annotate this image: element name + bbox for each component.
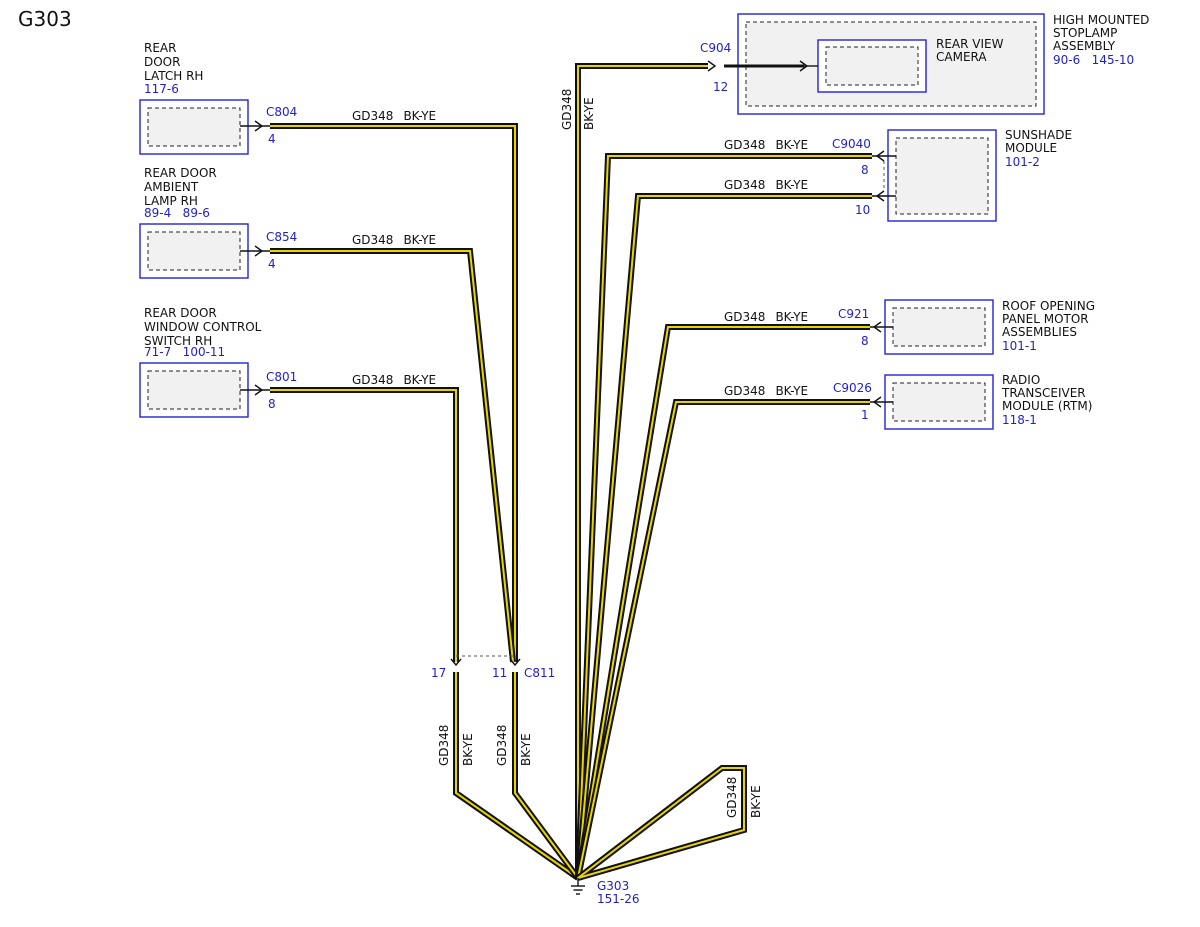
pin-number-11: 11 <box>492 666 507 680</box>
component-body <box>147 107 241 147</box>
wire-radio-transceiver <box>575 399 870 879</box>
wire-label-vertical-11-circuit: GD348 <box>495 725 509 766</box>
wire-label-vertical-main-color: BK-YE <box>582 97 596 130</box>
connector-label: C9040 <box>832 137 871 151</box>
pin-number-17: 17 <box>431 666 446 680</box>
wire-rear-door-window <box>270 387 459 662</box>
component-name: ROOF OPENING PANEL MOTOR ASSEMBLIES <box>1002 299 1099 339</box>
component-ref[interactable]: 101-1 <box>1002 339 1037 353</box>
pin-number: 8 <box>268 397 276 411</box>
pin-number: 4 <box>268 132 276 146</box>
component-body <box>147 370 241 410</box>
inline-connector-c811: 17 11 C811 <box>431 655 555 680</box>
wire-high-mounted-stoplamp <box>575 63 708 878</box>
component-body <box>147 231 241 271</box>
component-ref[interactable]: 90-6 145-10 <box>1053 53 1134 67</box>
component-rear-door-window: REAR DOOR WINDOW CONTROL SWITCH RH 71-7 … <box>139 306 297 418</box>
pin-arrow-icon <box>875 190 885 202</box>
wire-label-vertical-loop-color: BK-YE <box>749 785 763 818</box>
component-ref[interactable]: 71-7 100-11 <box>144 345 225 359</box>
wire-label-vertical-main-circuit: GD348 <box>560 89 574 130</box>
pin-number: 8 <box>861 334 869 348</box>
component-rear-door-ambient: REAR DOOR AMBIENT LAMP RH 89-4 89-6 C854… <box>139 166 297 279</box>
connector-label: C801 <box>266 370 297 384</box>
connector-label: C854 <box>266 230 297 244</box>
wire-roof-opening-panel <box>575 324 870 879</box>
pin-arrow-icon <box>875 150 885 162</box>
wire-label-vertical-11-color: BK-YE <box>519 733 533 766</box>
camera-arrow-icon <box>799 60 809 72</box>
component-body <box>892 307 986 347</box>
ground-ref[interactable]: 151-26 <box>597 892 640 906</box>
pin-arrow-icon <box>254 120 264 132</box>
connector-label: C904 <box>700 41 731 55</box>
component-roof-opening-panel: C921 8 ROOF OPENING PANEL MOTOR ASSEMBLI… <box>838 299 1099 355</box>
component-body <box>895 137 989 215</box>
component-ref[interactable]: 101-2 <box>1005 155 1040 169</box>
component-body <box>892 382 986 422</box>
connector-label: C921 <box>838 307 869 321</box>
wire-c811-11-ground <box>512 672 581 880</box>
sub-component-body <box>825 46 919 86</box>
component-name: REAR DOOR LATCH RH <box>144 41 203 83</box>
pin-arrow-icon <box>254 245 264 257</box>
pin-arrow-icon <box>509 658 521 667</box>
wire-label-vertical-17-color: BK-YE <box>461 733 475 766</box>
component-ref[interactable]: 118-1 <box>1002 413 1037 427</box>
component-rear-door-latch: REAR DOOR LATCH RH 117-6 C804 4 <box>139 41 297 155</box>
component-name: HIGH MOUNTED STOPLAMP ASSEMBLY <box>1053 13 1153 53</box>
wire-ground-loop <box>576 765 747 881</box>
wire-label-vertical-17-circuit: GD348 <box>437 725 451 766</box>
connector-label: C9026 <box>833 381 872 395</box>
component-ref[interactable]: 117-6 <box>144 82 179 96</box>
pin-number: 8 <box>861 163 869 177</box>
connector-label: C811 <box>524 666 555 680</box>
pin-arrow-icon <box>450 658 462 667</box>
pin-arrow-icon <box>872 321 882 333</box>
component-radio-transceiver: C9026 1 RADIO TRANSCEIVER MODULE (RTM) 1… <box>833 373 1092 430</box>
component-name: RADIO TRANSCEIVER MODULE (RTM) <box>1001 373 1092 413</box>
pin-number: 10 <box>855 203 870 217</box>
component-name: REAR DOOR AMBIENT LAMP RH <box>144 166 221 208</box>
component-name: SUNSHADE MODULE <box>1005 128 1076 155</box>
component-ref[interactable]: 89-4 89-6 <box>144 206 210 220</box>
wire-rear-door-ambient <box>270 248 516 663</box>
diagram-title: G303 <box>18 7 72 31</box>
wire-rear-door-latch <box>270 123 518 662</box>
wire-harness <box>270 63 872 881</box>
pin-arrow-icon <box>707 60 717 72</box>
sub-component-name: REAR VIEW CAMERA <box>936 37 1007 64</box>
wire-sunshade-8 <box>575 153 872 879</box>
pin-arrow-icon <box>254 384 264 396</box>
wire-sunshade-10 <box>575 193 872 879</box>
ground-name: G303 <box>597 879 629 893</box>
component-name: REAR DOOR WINDOW CONTROL SWITCH RH <box>144 306 265 348</box>
wire-c811-17-ground <box>453 672 580 881</box>
pin-arrow-icon <box>872 396 882 408</box>
wire-label-vertical-loop-circuit: GD348 <box>725 777 739 818</box>
ground-g303: G303 151-26 <box>571 878 640 906</box>
pin-number: 12 <box>713 80 728 94</box>
component-sunshade-module: C9040 8 10 SUNSHADE MODULE 101-2 <box>832 128 1076 222</box>
ground-icon <box>571 885 585 895</box>
pin-number: 1 <box>861 408 869 422</box>
connector-label: C804 <box>266 105 297 119</box>
component-high-mounted-stoplamp: REAR VIEW CAMERA C904 12 HIGH MOUNTED ST… <box>700 13 1153 115</box>
pin-number: 4 <box>268 257 276 271</box>
